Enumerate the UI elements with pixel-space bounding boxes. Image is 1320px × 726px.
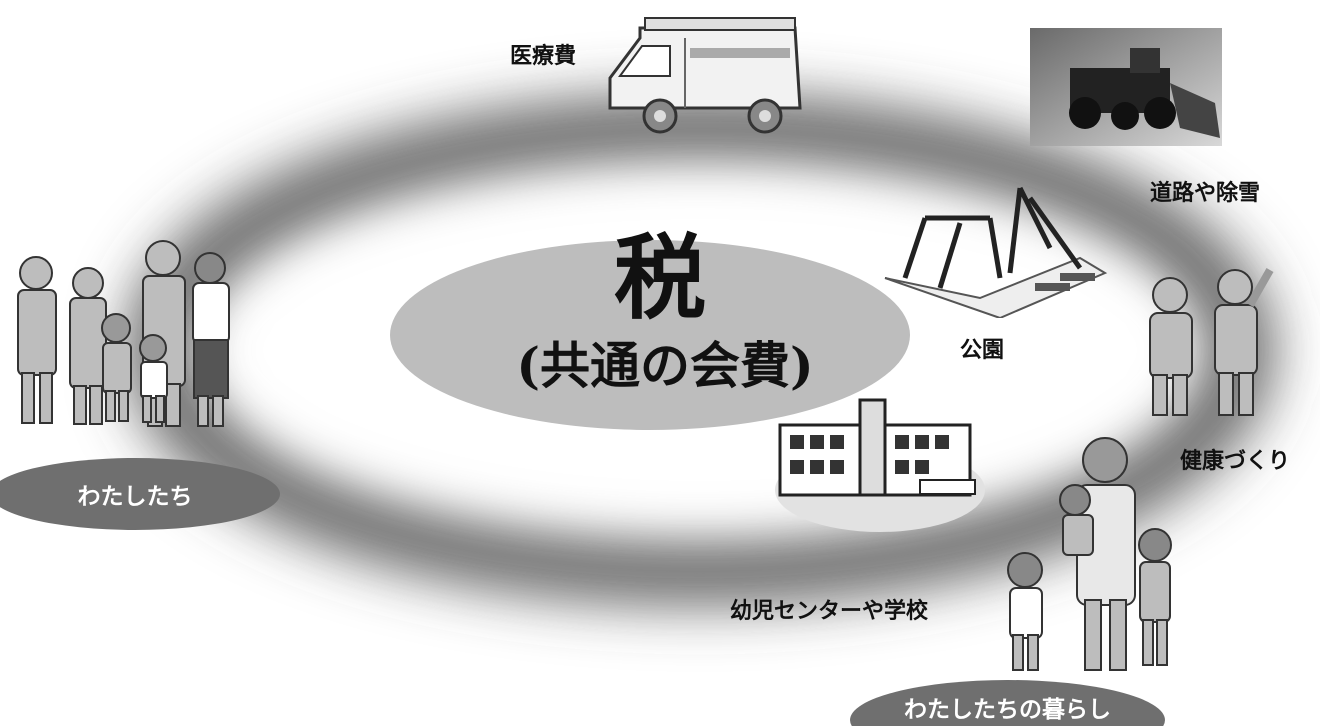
pill-us: わたしたち — [0, 458, 280, 530]
ambulance-icon — [608, 17, 802, 134]
label-health: 健康づくり — [1180, 449, 1291, 474]
label-roads: 道路や除雪 — [1150, 181, 1261, 206]
label-park: 公園 — [960, 338, 1005, 363]
elderly-exercise-icon — [1149, 268, 1274, 416]
playground-icon — [884, 186, 1108, 318]
mother-children-icon — [1007, 437, 1172, 671]
center-ellipse — [390, 240, 910, 430]
snowplow-photo — [1030, 28, 1222, 146]
label-medical: 医療費 — [510, 44, 577, 69]
label-school: 幼児センターや学校 — [730, 599, 929, 624]
family-icon — [17, 240, 230, 427]
school-icon — [775, 398, 985, 532]
tax-subtitle: (共通の会費) — [516, 336, 814, 395]
tax-title: 税 — [613, 224, 706, 332]
